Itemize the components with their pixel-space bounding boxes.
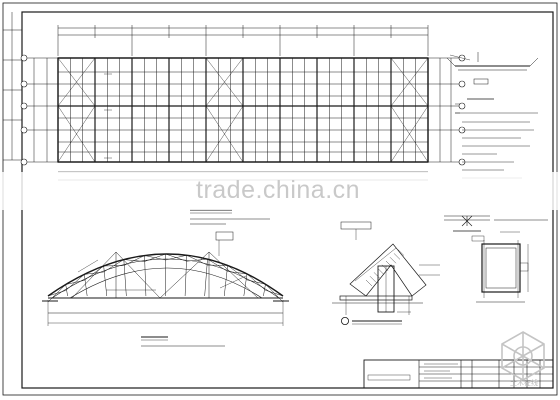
truss-web [263,284,266,297]
logo-caption: 土木在线 [510,379,538,387]
truss-diagonal [71,251,117,299]
section-circle-icon [340,316,349,325]
axis-bubbles-top [57,38,429,56]
truss-web [165,254,187,261]
node-caption [340,316,402,325]
weld-hatch [397,249,405,256]
axis-bubble [20,158,28,166]
truss-web [246,279,266,285]
plan-brace [390,105,429,163]
truss-diagonal [208,251,259,299]
weld-hatch [393,253,401,260]
roof-plan [20,25,466,181]
truss-web [186,258,208,262]
arch-caption [141,336,225,347]
truss-web [144,253,166,262]
plan-brace [57,105,96,163]
truss-web [65,274,85,291]
arch-web-members [47,251,284,303]
truss-web [144,255,147,297]
binding-strip [3,12,22,161]
watermark-text: trade.china.cn [196,176,361,204]
truss-web [243,273,248,297]
axis-bubble [20,80,28,88]
axis-bubble [20,54,28,62]
truss-web [84,274,88,297]
plan-caption [190,209,270,225]
axis-bubbles-left [20,54,58,166]
support-node-detail [332,221,440,315]
truss-web [224,265,228,297]
weld-hatch [373,272,381,279]
truss-web [204,259,208,297]
truss-web [227,271,248,275]
axis-bubble [458,102,466,110]
truss-web [265,289,284,297]
plan-main-beams [57,57,429,163]
design-notes [455,98,538,179]
truss-web [65,284,68,297]
truss-diagonal [159,251,210,299]
axis-bubbles-right [428,54,466,166]
tumu-logo-icon [501,331,545,381]
title-block [363,359,554,389]
axis-bubble [20,126,28,134]
weld-hatch [369,276,377,283]
plan-bracing [57,57,429,163]
truss-web [47,284,66,303]
truss-web [103,265,107,297]
truss-diagonal [115,251,161,299]
axis-bubble [20,102,28,110]
weld-hatch [365,279,373,287]
box-section-detail [471,235,529,303]
plan-brace [57,57,96,107]
plan-brace [205,105,244,163]
roof-profile-detail [446,52,539,85]
weld-hatch [389,257,397,264]
connection-detail-small [444,215,548,233]
watermark-band [0,172,560,210]
plan-brace [205,57,244,107]
axis-bubble [458,80,466,88]
truss-web [103,259,124,273]
truss-web [184,255,187,297]
weld-hatch [377,268,385,275]
arch-truss-elevation [42,231,289,326]
plan-brace [390,57,429,107]
